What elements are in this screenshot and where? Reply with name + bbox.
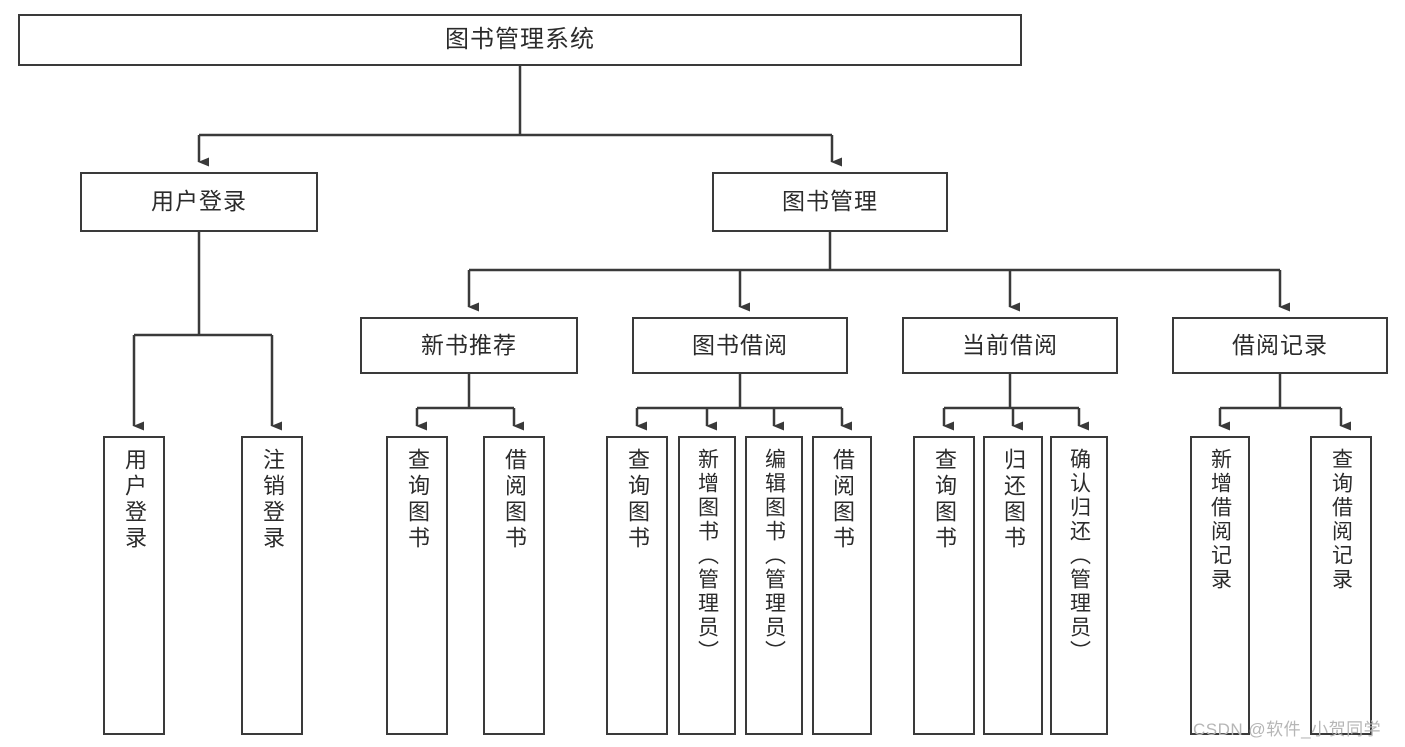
node-book-management-label: 图书管理	[782, 188, 878, 215]
leaf-confirm-return-admin[interactable]: 确认归还（管理员）	[1050, 436, 1108, 735]
leaf-query-book-current[interactable]: 查询图书	[913, 436, 975, 735]
node-borrow-record[interactable]: 借阅记录	[1172, 317, 1388, 374]
leaf-add-borrow-record-label: 新增借阅记录	[1208, 448, 1232, 592]
leaf-edit-book-admin[interactable]: 编辑图书（管理员）	[745, 436, 803, 735]
node-new-book-recommend[interactable]: 新书推荐	[360, 317, 578, 374]
leaf-return-book[interactable]: 归还图书	[983, 436, 1043, 735]
node-book-borrow-label: 图书借阅	[692, 331, 788, 358]
leaf-confirm-return-admin-label: 确认归还（管理员）	[1067, 448, 1091, 664]
leaf-query-borrow-record[interactable]: 查询借阅记录	[1310, 436, 1372, 735]
leaf-return-book-label: 归还图书	[1001, 448, 1026, 552]
leaf-add-book-admin-label: 新增图书（管理员）	[695, 448, 719, 664]
leaf-borrow-book-recommend[interactable]: 借阅图书	[483, 436, 545, 735]
leaf-borrow-book-label: 借阅图书	[830, 448, 855, 552]
leaf-query-book-label: 查询图书	[625, 448, 650, 552]
leaf-query-book-recommend-label: 查询图书	[405, 448, 430, 552]
leaf-query-book[interactable]: 查询图书	[606, 436, 668, 735]
leaf-query-book-recommend[interactable]: 查询图书	[386, 436, 448, 735]
node-new-book-recommend-label: 新书推荐	[421, 331, 517, 358]
leaf-borrow-book-recommend-label: 借阅图书	[502, 448, 527, 552]
leaf-query-book-current-label: 查询图书	[932, 448, 957, 552]
node-borrow-record-label: 借阅记录	[1232, 331, 1328, 358]
node-root[interactable]: 图书管理系统	[18, 14, 1022, 66]
leaf-user-logout-label: 注销登录	[260, 448, 285, 552]
leaf-user-login-label: 用户登录	[122, 448, 147, 552]
node-book-borrow[interactable]: 图书借阅	[632, 317, 848, 374]
leaf-user-login[interactable]: 用户登录	[103, 436, 165, 735]
leaf-borrow-book[interactable]: 借阅图书	[812, 436, 872, 735]
node-current-borrow-label: 当前借阅	[962, 331, 1058, 358]
leaf-query-borrow-record-label: 查询借阅记录	[1329, 448, 1353, 592]
node-book-management[interactable]: 图书管理	[712, 172, 948, 232]
node-current-borrow[interactable]: 当前借阅	[902, 317, 1118, 374]
node-root-label: 图书管理系统	[445, 25, 595, 53]
leaf-add-borrow-record[interactable]: 新增借阅记录	[1190, 436, 1250, 735]
leaf-edit-book-admin-label: 编辑图书（管理员）	[762, 448, 786, 664]
csdn-watermark: CSDN @软件_小贺同学	[1193, 720, 1382, 739]
leaf-add-book-admin[interactable]: 新增图书（管理员）	[678, 436, 736, 735]
node-user-login-label: 用户登录	[151, 188, 247, 215]
leaf-user-logout[interactable]: 注销登录	[241, 436, 303, 735]
node-user-login[interactable]: 用户登录	[80, 172, 318, 232]
